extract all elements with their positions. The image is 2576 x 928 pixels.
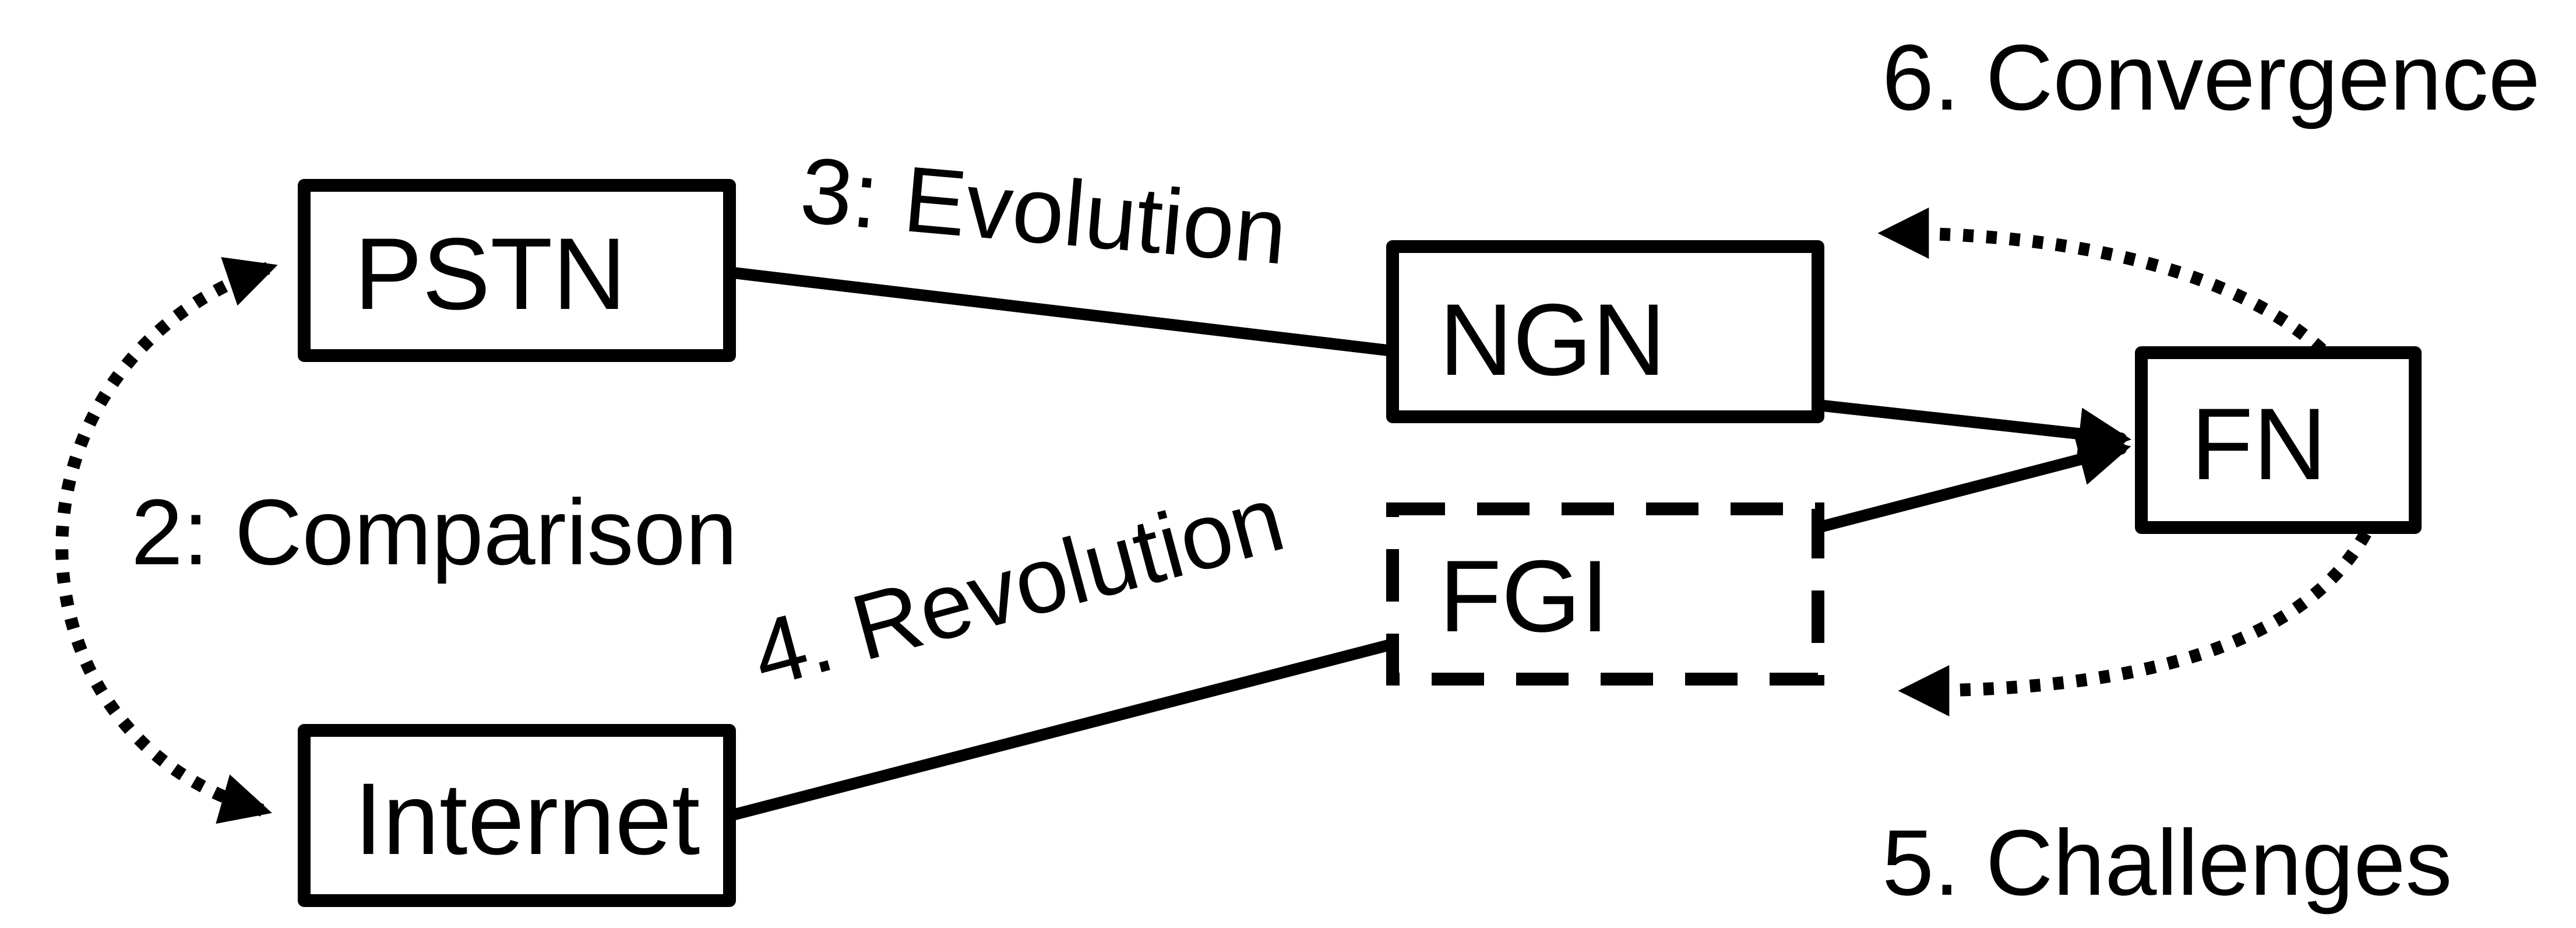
arrow-convergence (1877, 208, 2327, 355)
arrow-ngn-fn (1812, 399, 2131, 460)
node-fgi-label: FGI (1439, 540, 1609, 653)
node-ngn: NGN (1386, 240, 1824, 423)
arrow-challenges (1898, 530, 2371, 716)
label-challenges: 5. Challenges (1882, 810, 2452, 915)
node-internet: Internet (298, 724, 736, 907)
node-internet-label: Internet (354, 762, 700, 876)
label-convergence: 6. Convergence (1882, 25, 2540, 129)
edge-pstn-ngn (723, 266, 1398, 357)
edge-internet-fgi (723, 638, 1398, 822)
node-fn-label: FN (2191, 388, 2327, 501)
node-pstn: PSTN (298, 179, 736, 362)
arrow-comparison (55, 257, 278, 824)
label-comparison: 2: Comparison (131, 480, 737, 584)
node-pstn-label: PSTN (354, 217, 626, 331)
node-fgi: FGI (1386, 502, 1824, 686)
label-evolution: 3: Evolution (797, 138, 1291, 284)
node-ngn-label: NGN (1439, 283, 1666, 397)
label-revolution: 4. Revolution (741, 465, 1294, 707)
arrow-fgi-fn (1812, 434, 2131, 533)
node-fn: FN (2135, 346, 2422, 534)
